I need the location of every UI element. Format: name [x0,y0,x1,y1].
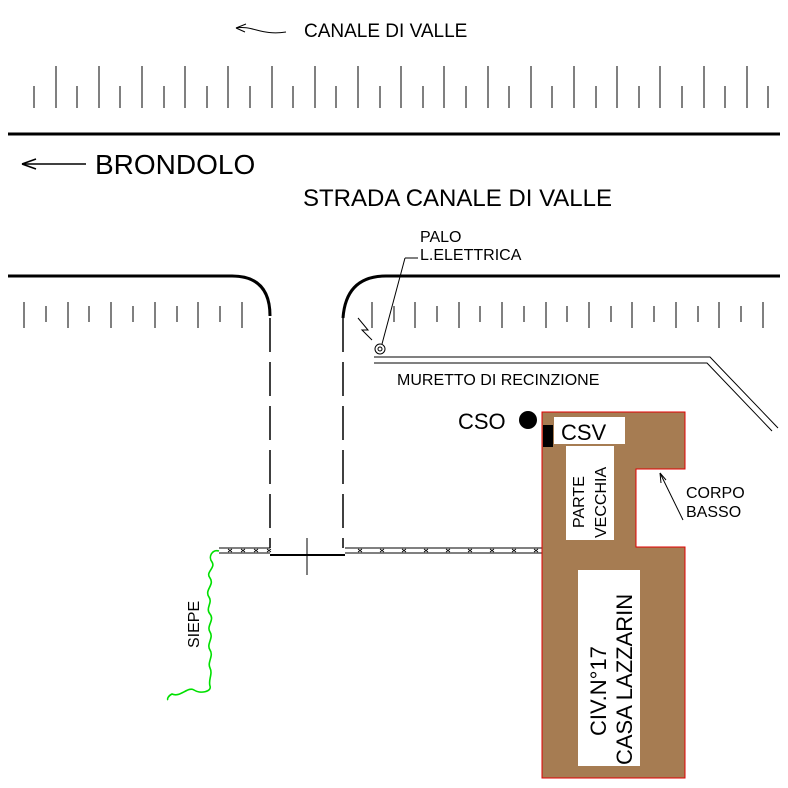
canal-bank-ticks [33,66,769,108]
house-label-2: CASA LAZZARIN [612,594,637,765]
fence-mark [253,548,259,553]
fence [219,547,542,554]
fence-mark [467,548,473,553]
direction-label: BRONDOLO [95,149,255,180]
csv-label: CSV [561,420,607,445]
low-body-leader [659,472,684,521]
house-label-box [578,570,640,766]
fence-mark [357,548,363,553]
pole-label-2: L.ELETTRICA [420,247,522,264]
direction-arrow [21,158,86,170]
pole-label-1: PALO [420,229,462,246]
boundary-wall [374,356,779,432]
side-lane [269,318,344,548]
roadside-ticks [23,302,764,328]
fence-mark [240,548,246,553]
csv-box [554,417,625,444]
canal-label: CANALE DI VALLE [304,21,467,42]
fence-mark [511,548,517,553]
house-label-1: CIV.N°17 [586,646,611,736]
old-part-label-1: PARTE [571,476,588,528]
road-edge-south-east [341,274,780,319]
wall-label: MURETTO DI RECINZIONE [397,372,599,389]
canal-flow-arrow [235,23,287,34]
fence-mark [266,548,272,553]
old-part-label-2: VECCHIA [593,467,610,538]
fence-mark [379,548,385,553]
fence-mark [227,548,233,553]
cso-label: CSO [458,409,506,434]
road-edge-south-west [8,274,272,317]
fence-mark [423,548,429,553]
low-body-label-2: BASSO [686,504,741,521]
fence-mark [445,548,451,553]
cso-point [519,411,537,429]
fence-mark [489,548,495,553]
road-name: STRADA CANALE DI VALLE [303,185,612,212]
pole-symbol [357,257,418,355]
fence-mark [401,548,407,553]
low-body-label-1: CORPO [686,485,745,502]
old-part-box [566,446,614,540]
hedge-label: SIEPE [186,601,203,648]
fence-mark [533,548,539,553]
fence-marks [227,548,539,553]
hedge-line [166,549,220,701]
csv-valve-symbol [543,425,553,447]
